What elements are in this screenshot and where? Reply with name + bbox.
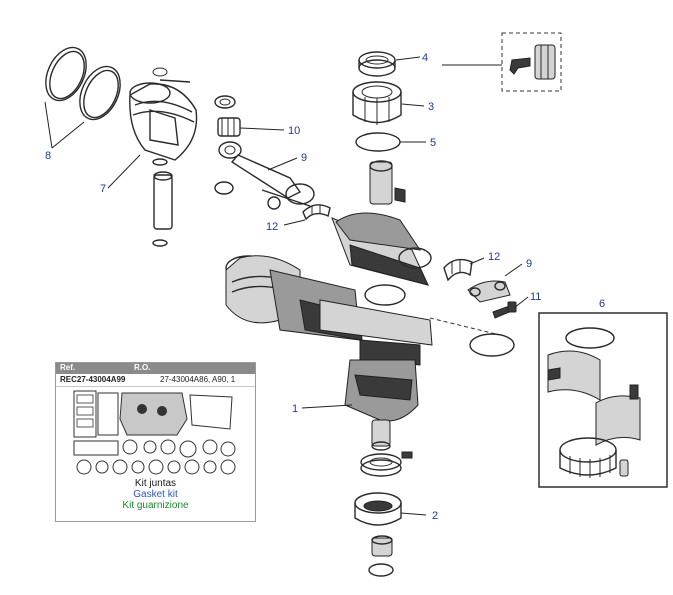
connecting-rod-part-9-upper bbox=[214, 141, 315, 210]
callout-2: 2 bbox=[432, 510, 438, 522]
kit-name-it: Kit guarnizione bbox=[122, 500, 189, 511]
ref-value: REC27-43004A99 bbox=[60, 375, 126, 384]
bearing-kit-part-6 bbox=[538, 312, 668, 488]
piston-rings-part-8 bbox=[45, 46, 121, 121]
callout-12-right: 12 bbox=[488, 251, 500, 263]
bearing-cage-part-12-left bbox=[302, 204, 331, 221]
ring-lower-right bbox=[469, 333, 515, 357]
callout-1: 1 bbox=[292, 403, 298, 415]
crankshaft-part-1 bbox=[225, 160, 433, 451]
piston-part-7 bbox=[129, 67, 198, 247]
kit-name-es: Kit juntas bbox=[134, 478, 177, 489]
callout-3: 3 bbox=[428, 101, 434, 113]
callout-4: 4 bbox=[422, 52, 428, 64]
callout-11: 11 bbox=[530, 291, 541, 303]
callout-12-left: 12 bbox=[266, 221, 278, 233]
kit-value-row: REC27-43004A99 27-43004A86, A90, 1 bbox=[56, 374, 255, 387]
rod-bolt-part-11 bbox=[492, 301, 517, 319]
seal-part-4 bbox=[358, 51, 396, 77]
callout-6: 6 bbox=[599, 298, 605, 310]
needle-bearing-part-10 bbox=[214, 95, 241, 137]
callout-9-left: 9 bbox=[301, 152, 307, 164]
lower-bushing bbox=[371, 535, 393, 557]
ro-value: 27-43004A86, A90, 1 bbox=[160, 375, 236, 384]
ro-header: R.O. bbox=[134, 363, 151, 372]
callout-10: 10 bbox=[288, 125, 300, 137]
roller-bearing-part-3 bbox=[352, 81, 402, 125]
detail-insert bbox=[501, 32, 562, 92]
callout-7: 7 bbox=[100, 183, 106, 195]
bearing-cage-part-12-right bbox=[443, 258, 473, 282]
ball-bearing-part-2 bbox=[354, 492, 402, 526]
retaining-ring-part-5 bbox=[355, 132, 401, 152]
lower-seal bbox=[360, 451, 413, 477]
assembly-dashed-line bbox=[429, 317, 501, 336]
callout-8: 8 bbox=[45, 150, 51, 162]
callout-9-right: 9 bbox=[526, 258, 532, 270]
kit-name-en: Gasket kit bbox=[133, 489, 178, 500]
lower-ring bbox=[368, 563, 394, 577]
gasket-kit-card[interactable]: Ref. R.O. REC27-43004A99 27-43004A86, A9… bbox=[55, 362, 256, 522]
leader-lines bbox=[44, 56, 529, 516]
rod-cap-part-9-right bbox=[467, 280, 511, 303]
kit-header-row: Ref. R.O. bbox=[56, 363, 255, 374]
gasket-kit-image bbox=[73, 390, 236, 475]
ref-header: Ref. bbox=[60, 363, 76, 372]
callout-5: 5 bbox=[430, 137, 436, 149]
kit-names: Kit juntas Gasket kit Kit guarnizione bbox=[56, 478, 255, 511]
